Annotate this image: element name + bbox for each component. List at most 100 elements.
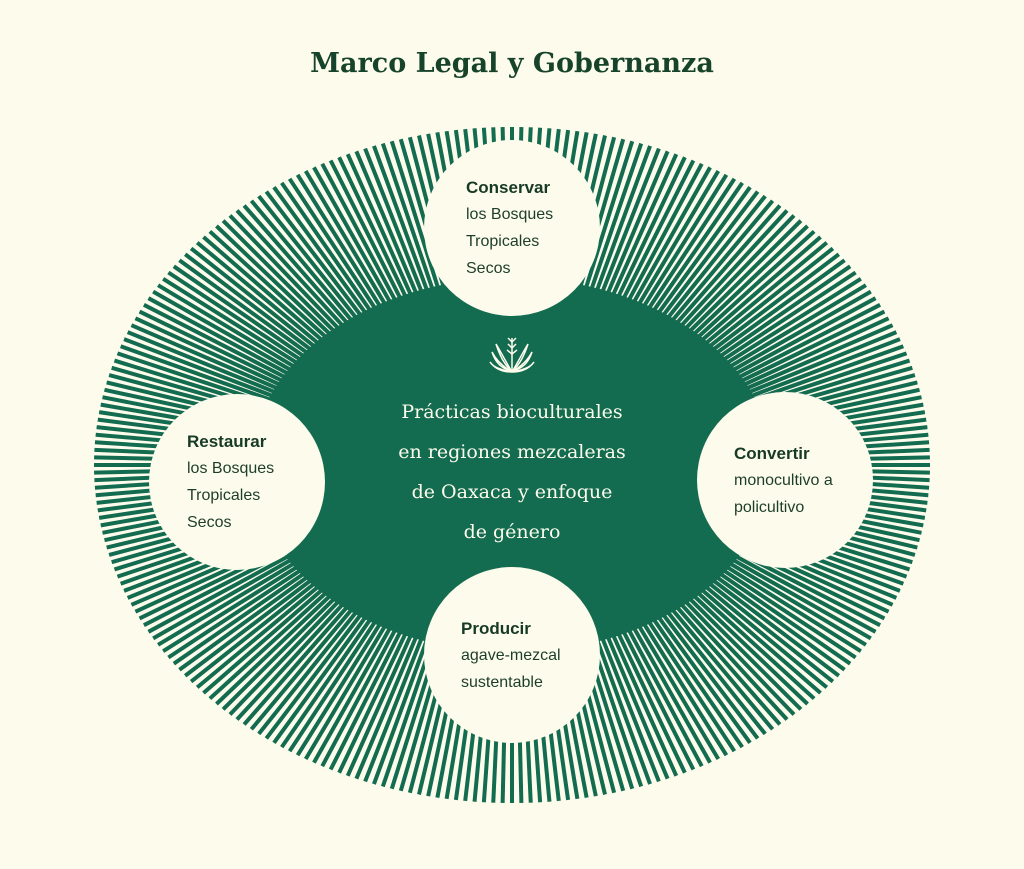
- radial-line: [183, 574, 318, 678]
- radial-line: [152, 554, 299, 641]
- radial-line: [638, 616, 729, 757]
- radial-line: [123, 337, 281, 401]
- radial-line: [691, 229, 816, 344]
- node-line: policultivo: [734, 498, 805, 516]
- radial-line: [249, 602, 358, 731]
- radial-line: [713, 264, 852, 363]
- radial-line: [337, 626, 411, 774]
- radial-line: [618, 159, 696, 306]
- radial-line: [638, 173, 729, 314]
- radial-line: [661, 194, 767, 325]
- radial-line: [303, 618, 391, 760]
- radial-line: [280, 612, 376, 749]
- radial-line: [603, 150, 670, 301]
- radial-line: [679, 595, 796, 716]
- radial-line: [633, 170, 721, 312]
- radial-line: [272, 610, 372, 745]
- radial-line: [142, 303, 293, 383]
- node-heading: Producir: [461, 618, 531, 638]
- node-line: Secos: [187, 514, 232, 531]
- radial-line: [172, 264, 311, 363]
- radial-line: [202, 583, 329, 695]
- radial-line: [719, 561, 862, 653]
- radial-line: [320, 622, 401, 768]
- radial-line: [581, 140, 635, 296]
- radial-line: [719, 277, 862, 369]
- radial-line: [679, 214, 796, 335]
- radial-line: [722, 557, 867, 647]
- radial-line: [152, 289, 299, 376]
- radial-line: [208, 229, 333, 344]
- radial-line: [628, 166, 712, 310]
- radial-line: [687, 224, 809, 341]
- radial-line: [147, 296, 296, 379]
- radial-line: [264, 190, 367, 323]
- node-line: Tropicales: [187, 487, 261, 504]
- radial-line: [698, 241, 829, 350]
- center-line: en regiones mezcaleras: [398, 441, 626, 463]
- radial-line: [280, 181, 376, 318]
- center-line: de género: [463, 521, 561, 543]
- radial-line: [683, 592, 803, 711]
- radial-line: [702, 577, 835, 684]
- node-heading: Restaurar: [187, 432, 267, 451]
- agave-icon: [489, 337, 535, 373]
- radial-line: [661, 605, 767, 736]
- radial-line: [242, 204, 354, 330]
- radial-line: [706, 252, 841, 356]
- radial-line: [126, 330, 283, 397]
- radial-line: [722, 283, 867, 373]
- radial-line: [618, 624, 696, 771]
- radial-line: [657, 190, 760, 323]
- radial-line: [613, 156, 687, 304]
- radial-line: [345, 153, 416, 303]
- radial-line: [687, 589, 809, 706]
- radial-line: [731, 303, 882, 383]
- radial-line: [666, 199, 775, 328]
- radial-line: [709, 571, 846, 672]
- radial-line: [295, 616, 386, 757]
- radial-line: [643, 177, 737, 316]
- radial-line: [178, 571, 315, 672]
- radial-line: [345, 627, 416, 777]
- radial-line: [167, 270, 308, 366]
- radial-line: [597, 147, 661, 300]
- radial-line: [592, 632, 652, 785]
- radial-line: [295, 173, 386, 314]
- radial-line: [119, 344, 279, 405]
- radial-line: [389, 140, 443, 296]
- node-line: Tropicales: [466, 233, 540, 250]
- node-convertir: Convertir monocultivo a policultivo: [697, 392, 873, 568]
- node-line: agave-mezcal: [461, 646, 561, 664]
- radial-line: [221, 592, 341, 711]
- radial-line: [178, 258, 315, 359]
- radial-line: [328, 159, 406, 306]
- radial-line: [189, 246, 322, 353]
- radial-line: [695, 235, 822, 347]
- radial-line: [242, 600, 354, 726]
- radial-line: [670, 600, 782, 726]
- radial-line: [172, 567, 311, 666]
- radial-line: [613, 626, 687, 774]
- radial-line: [728, 296, 877, 379]
- radial-line: [743, 337, 901, 401]
- radial-line: [728, 551, 877, 634]
- node-heading: Conservar: [466, 178, 551, 197]
- diagram-title: Marco Legal y Gobernanza: [310, 48, 714, 79]
- radial-line: [592, 145, 652, 298]
- radial-line: [183, 252, 318, 356]
- radial-line: [628, 620, 712, 764]
- radial-line: [221, 219, 341, 338]
- radial-line: [741, 330, 898, 397]
- radial-line: [257, 605, 363, 736]
- radial-line: [597, 630, 661, 783]
- radial-line: [709, 258, 846, 359]
- radial-line: [675, 209, 789, 333]
- radial-line: [167, 564, 308, 660]
- center-line: Prácticas bioculturales: [401, 401, 623, 423]
- node-heading: Convertir: [734, 443, 810, 463]
- radial-line: [725, 554, 872, 641]
- radial-line: [264, 607, 367, 740]
- radial-line: [733, 309, 886, 386]
- node-producir: Producir agave-mezcal sustentable: [424, 567, 600, 743]
